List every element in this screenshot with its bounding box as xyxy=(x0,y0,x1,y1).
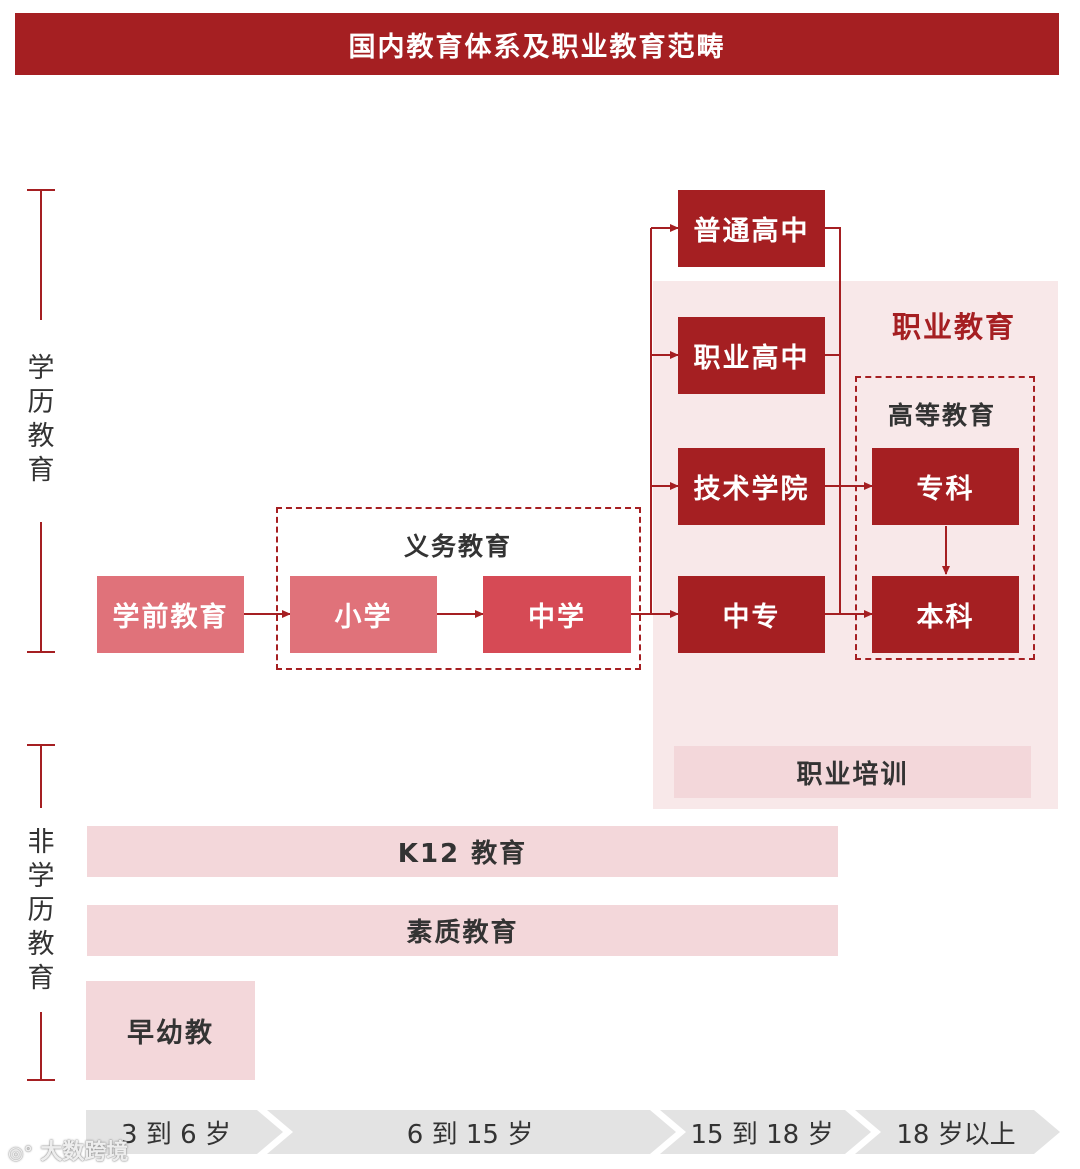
vocational-high-school-node: 职业高中 xyxy=(678,317,825,394)
age-label-15-18: 15 到 18 岁 xyxy=(690,1120,834,1150)
undergraduate-node: 本科 xyxy=(872,576,1019,653)
watermark-text: 大数跨境 xyxy=(40,1140,129,1165)
watermark: ◎° 大数跨境 xyxy=(8,1134,128,1166)
preschool-node: 学前教育 xyxy=(97,576,244,653)
age-segment-3 xyxy=(660,1110,871,1154)
age-segment-2 xyxy=(267,1110,676,1154)
middle-school-node: 中学 xyxy=(483,576,631,653)
age-segment-1 xyxy=(86,1110,283,1154)
age-label-6-15: 6 到 15 岁 xyxy=(406,1120,534,1150)
age-label-18-plus: 18 岁以上 xyxy=(896,1120,1016,1150)
higher-education-group xyxy=(855,376,1035,660)
technical-college-node: 技术学院 xyxy=(678,448,825,525)
vocational-training-bar: 职业培训 xyxy=(674,746,1031,798)
vocational-education-title: 职业教育 xyxy=(892,310,1017,344)
general-high-school-node: 普通高中 xyxy=(678,190,825,267)
page-title: 国内教育体系及职业教育范畴 xyxy=(15,13,1059,75)
k12-education-bar: K12 教育 xyxy=(87,826,838,877)
compulsory-education-title: 义务教育 xyxy=(404,532,513,561)
quality-education-bar: 素质教育 xyxy=(87,905,838,956)
non-academic-education-label: 非学历教育 xyxy=(27,827,55,994)
primary-school-node: 小学 xyxy=(290,576,437,653)
watermark-logo-icon: ◎° xyxy=(8,1143,33,1164)
age-label-3-6: 3 到 6 岁 xyxy=(121,1120,231,1150)
secondary-technical-node: 中专 xyxy=(678,576,825,653)
higher-education-title: 高等教育 xyxy=(888,401,997,430)
academic-education-label: 学历教育 xyxy=(27,353,55,486)
early-education-bar: 早幼教 xyxy=(86,981,255,1080)
compulsory-education-group xyxy=(276,507,641,670)
junior-college-node: 专科 xyxy=(872,448,1019,525)
age-segment-4 xyxy=(855,1110,1060,1154)
